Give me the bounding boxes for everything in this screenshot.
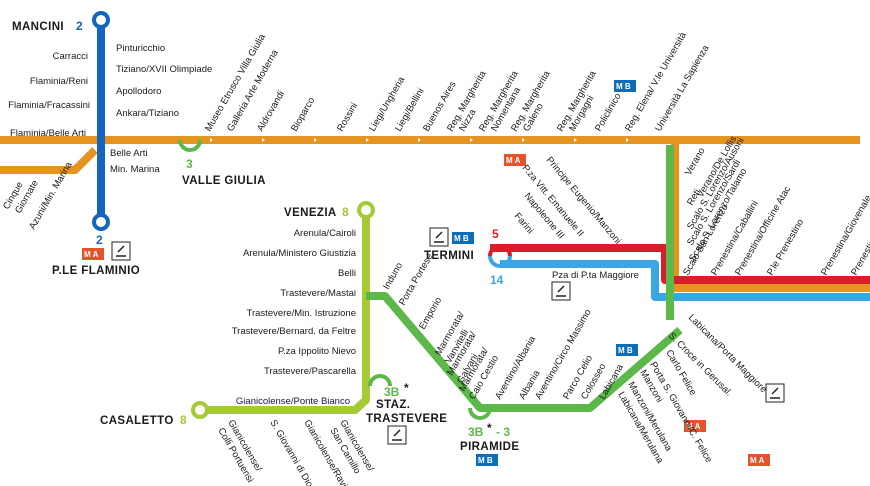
stop-label: Aldrovandi [255, 89, 287, 133]
venezia-terminal-icon [357, 201, 375, 219]
stop-label: Arenula/Cairoli [294, 228, 356, 239]
stop-label: Emporio [417, 295, 444, 331]
mancini-terminal-icon [92, 11, 110, 29]
venezia-label: VENEZIA [284, 207, 337, 219]
stop-label: Porta Portese [397, 252, 436, 308]
piramide-asterisk: * [487, 421, 492, 435]
line-3b-track [366, 145, 683, 412]
stop-label: Belle Arti [110, 148, 148, 159]
line-8-stop-labels: Arenula/Cairoli Arenula/Ministero Giusti… [232, 228, 357, 407]
trastevere-asterisk: * [404, 381, 409, 395]
stop-label: Flaminia/Reni [30, 76, 88, 87]
termini-terminal-icon [488, 244, 512, 268]
valle-giulia-terminal-icon [178, 139, 202, 152]
line-8-track [200, 212, 370, 414]
svg-text:M B: M B [618, 346, 633, 355]
stop-label: Induno [381, 261, 405, 292]
casaletto-label: CASALETTO [100, 415, 174, 427]
stop-label: Belli [338, 268, 356, 279]
svg-text:M A: M A [84, 250, 99, 259]
mancini-label: MANCINI [12, 21, 64, 33]
metro-badge-felice: M A [748, 454, 770, 466]
casaletto-terminal-icon [191, 401, 209, 419]
accessibility-icon-flaminio [111, 241, 131, 261]
line-14-blue-track [500, 260, 870, 301]
stop-label: Prenestina/ [849, 230, 870, 277]
stop-label: Flaminia/Belle Arti [10, 128, 86, 139]
line-3-orange-track [0, 136, 870, 292]
svg-text:M A: M A [686, 422, 701, 431]
piramide-line-number: 3B [468, 425, 484, 439]
stop-label: Pza di P.ta Maggiore [552, 270, 639, 281]
stop-label: Tiziano/XVII Olimpiade [116, 64, 212, 75]
trastevere-line-number: 3B [384, 385, 400, 399]
piramide-label: PIRAMIDE [460, 441, 519, 453]
accessibility-icon-labicana [765, 383, 785, 403]
svg-text:M B: M B [454, 234, 469, 243]
metro-badge-colosseo: M B [616, 344, 638, 356]
termini-line-5-number: 5 [492, 227, 499, 241]
stop-label: Trastevere/Mastai [280, 288, 356, 299]
stop-label: Farini [512, 211, 536, 236]
stop-label: Min. Marina [110, 164, 160, 175]
stop-label: Gianicolense/Ponte Bianco [236, 396, 350, 407]
stop-label: Flaminia/Fracassini [8, 100, 90, 111]
metro-badge-termini-a: M A [504, 154, 526, 166]
svg-text:M B: M B [616, 82, 631, 91]
accessibility-icon-maggiore [551, 281, 571, 301]
flaminio-terminal-icon [92, 213, 110, 231]
stop-label: Università La Sapienza [653, 43, 712, 134]
stop-label: Trastevere/Min. Istruzione [247, 308, 356, 319]
valle-giulia-line-number: 3 [186, 157, 193, 171]
svg-text:M B: M B [478, 456, 493, 465]
metro-badge-flaminio: M A [82, 248, 104, 260]
stop-label: Carracci [53, 51, 88, 62]
stop-label: P.za Ippolito Nievo [278, 346, 356, 357]
stop-label: Bioparco [289, 96, 317, 134]
valle-giulia-label: VALLE GIULIA [182, 175, 266, 187]
stop-label: Trastevere/Bernard. da Feltre [232, 326, 356, 337]
metro-badge-policlinico: M B [614, 80, 636, 92]
flaminio-line-number: 2 [96, 233, 103, 247]
termini-line-14-number: 14 [490, 273, 504, 287]
line-3-direction-marks [210, 138, 629, 142]
metro-badge-piramide: M B [476, 454, 498, 466]
piramide-line-extra: - 3 [496, 425, 510, 439]
trastevere-terminal-icon [368, 374, 392, 387]
stop-label: Arenula/Ministero Giustizia [243, 248, 357, 259]
venezia-line-number: 8 [342, 205, 349, 219]
stop-label: Ankara/Tiziano [116, 108, 179, 119]
casaletto-line-number: 8 [180, 413, 187, 427]
flaminio-label: P.LE FLAMINIO [52, 265, 140, 277]
line-8-bottom-stop-labels: Gianicolense/ Colli Portuensi S. Giovann… [215, 418, 375, 486]
line-5-red-track [490, 244, 870, 284]
line-3-east-stop-labels: Verano Verano/De Lollis Reti Scalo S. Lo… [681, 134, 749, 278]
metro-badge-manzoni: M A [684, 420, 706, 432]
stop-label: Policlinico [593, 91, 624, 133]
termini-label: TERMINI [424, 250, 474, 262]
line-5-stop-labels: P.za Vitt. Emanuele II Principe Eugenio/… [512, 155, 623, 247]
stop-label: Pinturicchio [116, 43, 165, 54]
stop-label: Trastevere/Pascarella [264, 366, 357, 377]
piramide-terminal-icon [468, 407, 492, 420]
mancini-line-number: 2 [76, 19, 83, 33]
accessibility-icon-termini [429, 227, 449, 247]
metro-badge-termini-b: M B [452, 232, 474, 244]
accessibility-icon-trastevere [387, 425, 407, 445]
stop-label: Verano [683, 146, 708, 178]
stop-label: Rossini [335, 101, 360, 133]
line-3-south-stop-labels: Labicana/Porta Maggiore S. Croce in Geru… [615, 312, 768, 466]
svg-text:M A: M A [750, 456, 765, 465]
stop-label: Apollodoro [116, 86, 161, 97]
trastevere-label-line-1: STAZ. [376, 399, 410, 411]
svg-text:M A: M A [506, 156, 521, 165]
trastevere-label-line-2: TRASTEVERE [366, 413, 447, 425]
